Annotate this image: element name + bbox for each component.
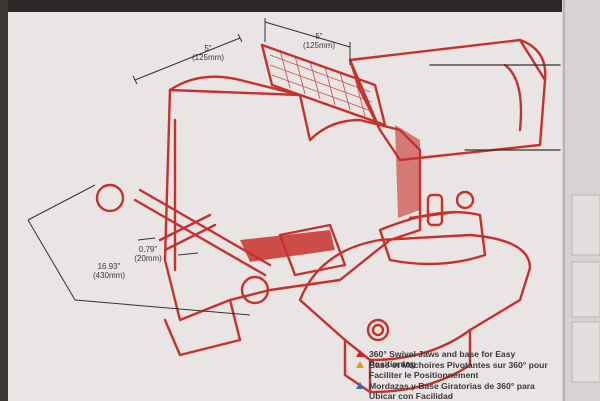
red-triangle-icon: [356, 350, 364, 357]
overall-length-mm: (430mm): [92, 271, 125, 280]
feature-english-text: 360° Swivel Jaws and base for Easy Posit…: [369, 349, 516, 369]
handle-diameter-mm: (20mm): [134, 254, 162, 263]
jaw-width-inch: 5": [204, 44, 212, 53]
jaw-opening-label: 5" (125mm): [294, 32, 344, 50]
handle-diameter-label: 0.79" (20mm): [130, 245, 166, 263]
overall-length-inch: 16.93": [97, 262, 121, 271]
handle-diameter-inch: 0.79": [138, 245, 158, 254]
overall-length-label: 16.93" (430mm): [90, 262, 128, 280]
yellow-triangle-icon: [356, 361, 364, 368]
blue-triangle-icon: [356, 382, 364, 389]
jaw-width-label: 5" (125mm): [183, 44, 233, 62]
feature-spanish-text: Mordazas y Base Giratorias de 360° para …: [369, 381, 535, 401]
jaw-width-mm: (125mm): [191, 53, 224, 62]
jaw-opening-inch: 5": [315, 32, 323, 41]
feature-english: 360° Swivel Jaws and base for Easy Posit…: [356, 349, 556, 369]
feature-french: Base et Mâchoires Pivotantes sur 360° po…: [356, 360, 556, 380]
feature-french-text: Base et Mâchoires Pivotantes sur 360° po…: [369, 360, 548, 380]
feature-spanish: Mordazas y Base Giratorias de 360° para …: [356, 381, 556, 401]
jaw-opening-mm: (125mm): [302, 41, 335, 50]
